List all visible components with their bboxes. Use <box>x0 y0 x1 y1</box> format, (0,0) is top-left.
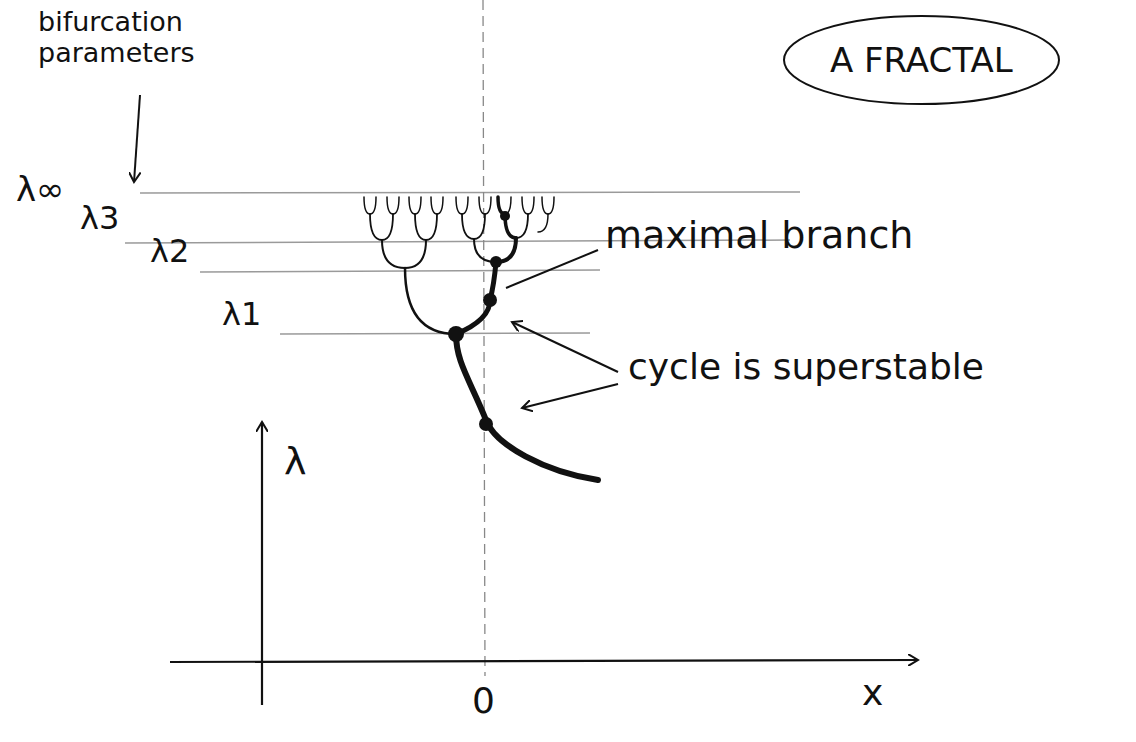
bifurcation-tree <box>364 197 598 480</box>
parameter-label: λ1 <box>222 296 261 333</box>
pointer-arrow <box>134 95 140 182</box>
parameter-label: λ2 <box>150 233 189 270</box>
ellipse-node: A FRACTAL <box>782 14 1061 106</box>
parameter-label: λ3 <box>80 200 119 237</box>
callout-text: maximal branch <box>605 214 913 258</box>
axis-title: bifurcation parameters <box>38 6 208 68</box>
pointer-arrow <box>512 322 618 372</box>
pointer-arrow <box>522 384 618 408</box>
superstable-dots <box>448 211 510 431</box>
axis-label: λ <box>284 440 307 484</box>
axis-label: x <box>862 672 883 713</box>
callout-text: cycle is superstable <box>628 346 984 387</box>
node-title: A FRACTAL <box>830 40 1061 80</box>
zero-line <box>483 0 485 676</box>
axis-label: 0 <box>472 680 495 721</box>
parameter-label: λ∞ <box>16 170 64 209</box>
leader-line <box>506 250 598 288</box>
